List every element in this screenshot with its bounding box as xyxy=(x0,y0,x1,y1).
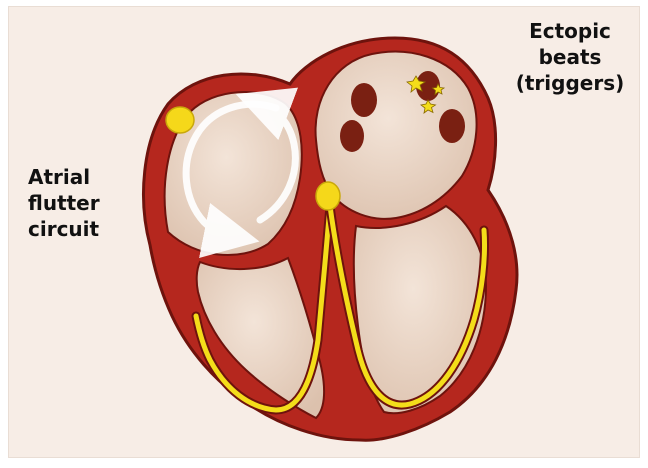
pulmonary-vein-2 xyxy=(340,120,364,152)
av-node xyxy=(316,182,340,210)
pulmonary-vein-4 xyxy=(439,109,465,143)
pulmonary-vein-1 xyxy=(351,83,377,117)
sa-node xyxy=(166,107,194,133)
